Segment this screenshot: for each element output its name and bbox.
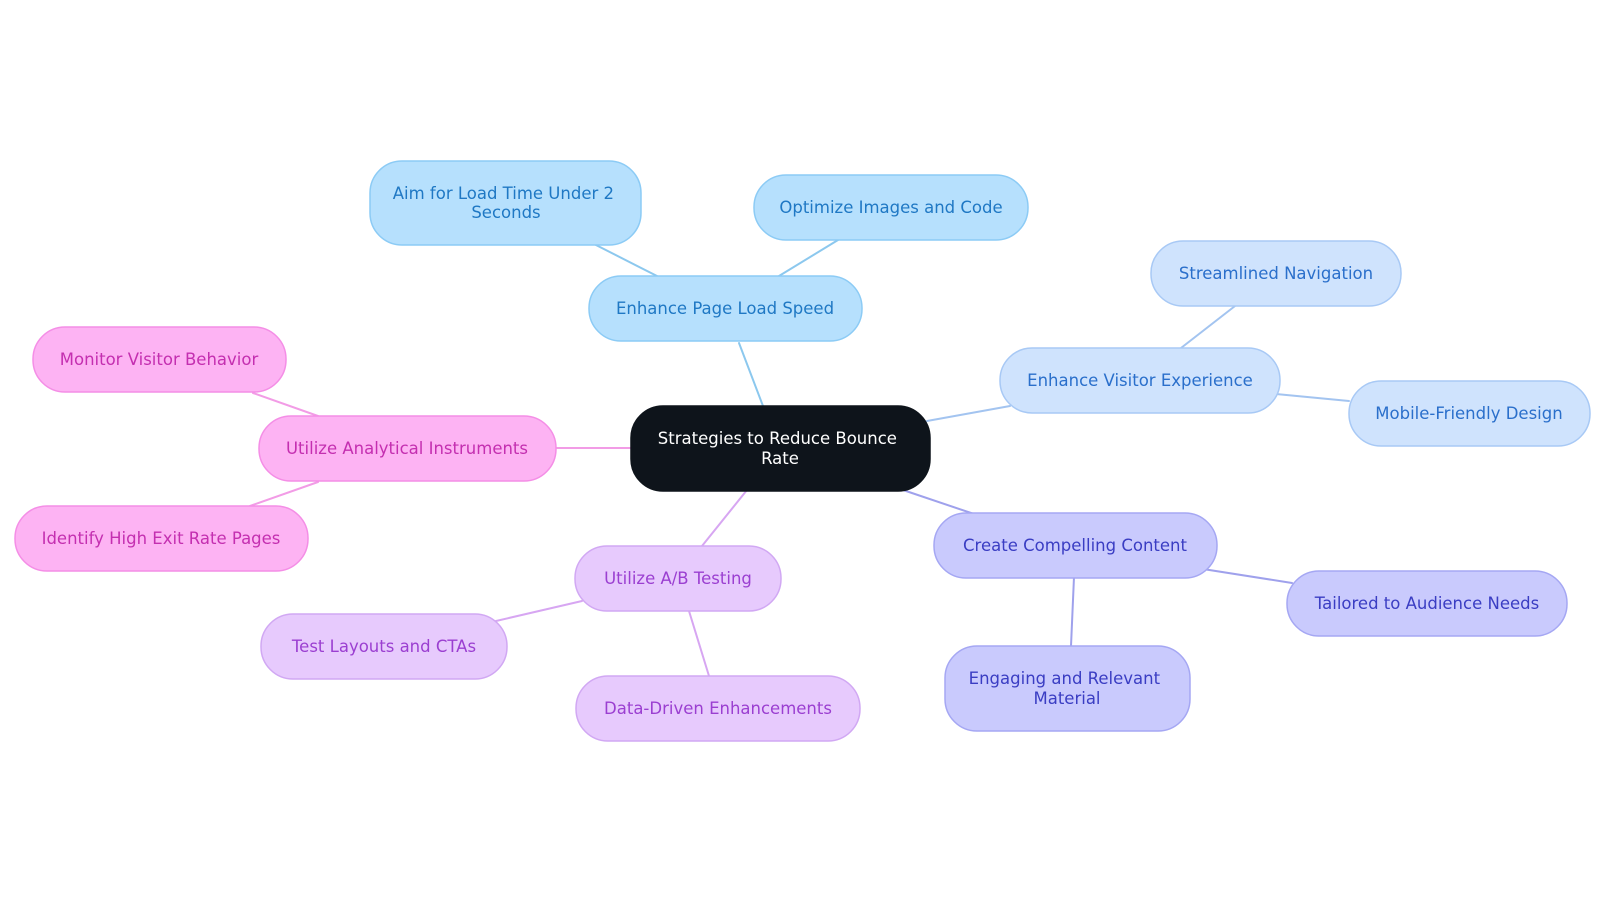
node-enhance-page-load-speed: Enhance Page Load Speed	[588, 275, 863, 342]
node-optimize-images-and-code-label: Optimize Images and Code	[779, 198, 1002, 217]
node-tailored-to-audience-needs: Tailored to Audience Needs	[1286, 570, 1568, 637]
edge-content-content-1	[1202, 568, 1293, 584]
node-tailored-to-audience-needs-label: Tailored to Audience Needs	[1314, 594, 1539, 613]
edges	[249, 239, 1350, 677]
root-label: Strategies to Reduce Bounce Rate	[658, 429, 902, 468]
node-create-compelling-content: Create Compelling Content	[933, 512, 1218, 579]
edge-content-content-2	[1070, 576, 1075, 647]
node-engaging-and-relevant-material-label: Engaging and Relevant Material	[969, 669, 1166, 708]
node-test-layouts-and-ctas-label: Test Layouts and CTAs	[291, 637, 476, 656]
edge-experience-experience-1	[1180, 305, 1236, 349]
node-optimize-images-and-code: Optimize Images and Code	[753, 174, 1029, 241]
node-test-layouts-and-ctas: Test Layouts and CTAs	[260, 613, 508, 680]
node-utilize-ab-testing: Utilize A/B Testing	[574, 545, 782, 612]
node-monitor-visitor-behavior: Monitor Visitor Behavior	[32, 326, 287, 393]
node-identify-high-exit-rate-pages-label: Identify High Exit Rate Pages	[42, 529, 281, 548]
node-enhance-visitor-experience-label: Enhance Visitor Experience	[1027, 371, 1253, 390]
edge-ab-ab-1	[495, 600, 583, 622]
node-utilize-analytical-instruments: Utilize Analytical Instruments	[258, 415, 557, 482]
node-aim-for-load-time-label: Aim for Load Time Under 2 Seconds	[393, 184, 620, 222]
node-enhance-page-load-speed-label: Enhance Page Load Speed	[616, 299, 834, 318]
node-engaging-and-relevant-material: Engaging and Relevant Material	[944, 645, 1191, 732]
node-mobile-friendly-design-label: Mobile-Friendly Design	[1375, 404, 1562, 423]
node-aim-for-load-time: Aim for Load Time Under 2 Seconds	[369, 160, 642, 246]
node-utilize-analytical-instruments-label: Utilize Analytical Instruments	[286, 439, 528, 458]
node-data-driven-enhancements-label: Data-Driven Enhancements	[604, 699, 832, 718]
edge-analytics-analytics-1	[252, 392, 319, 417]
edge-experience-experience-2	[1275, 393, 1350, 402]
node-utilize-ab-testing-label: Utilize A/B Testing	[604, 569, 752, 588]
node-create-compelling-content-label: Create Compelling Content	[963, 536, 1187, 555]
node-mobile-friendly-design: Mobile-Friendly Design	[1348, 380, 1591, 447]
node-data-driven-enhancements: Data-Driven Enhancements	[575, 675, 861, 742]
edge-root-speed	[738, 342, 764, 407]
edge-ab-ab-2	[688, 610, 710, 677]
edge-speed-speed-1	[593, 243, 658, 277]
edge-analytics-analytics-2	[249, 481, 319, 507]
edge-speed-speed-2	[778, 239, 839, 277]
edge-root-content	[902, 489, 981, 517]
node-monitor-visitor-behavior-label: Monitor Visitor Behavior	[60, 350, 259, 369]
edge-root-experience	[926, 405, 1011, 422]
node-enhance-visitor-experience: Enhance Visitor Experience	[999, 347, 1281, 414]
edge-root-ab	[701, 489, 748, 547]
node-streamlined-navigation: Streamlined Navigation	[1150, 240, 1402, 307]
node-identify-high-exit-rate-pages: Identify High Exit Rate Pages	[14, 505, 309, 572]
root-node: Strategies to Reduce Bounce Rate	[630, 405, 931, 492]
node-streamlined-navigation-label: Streamlined Navigation	[1179, 264, 1373, 283]
